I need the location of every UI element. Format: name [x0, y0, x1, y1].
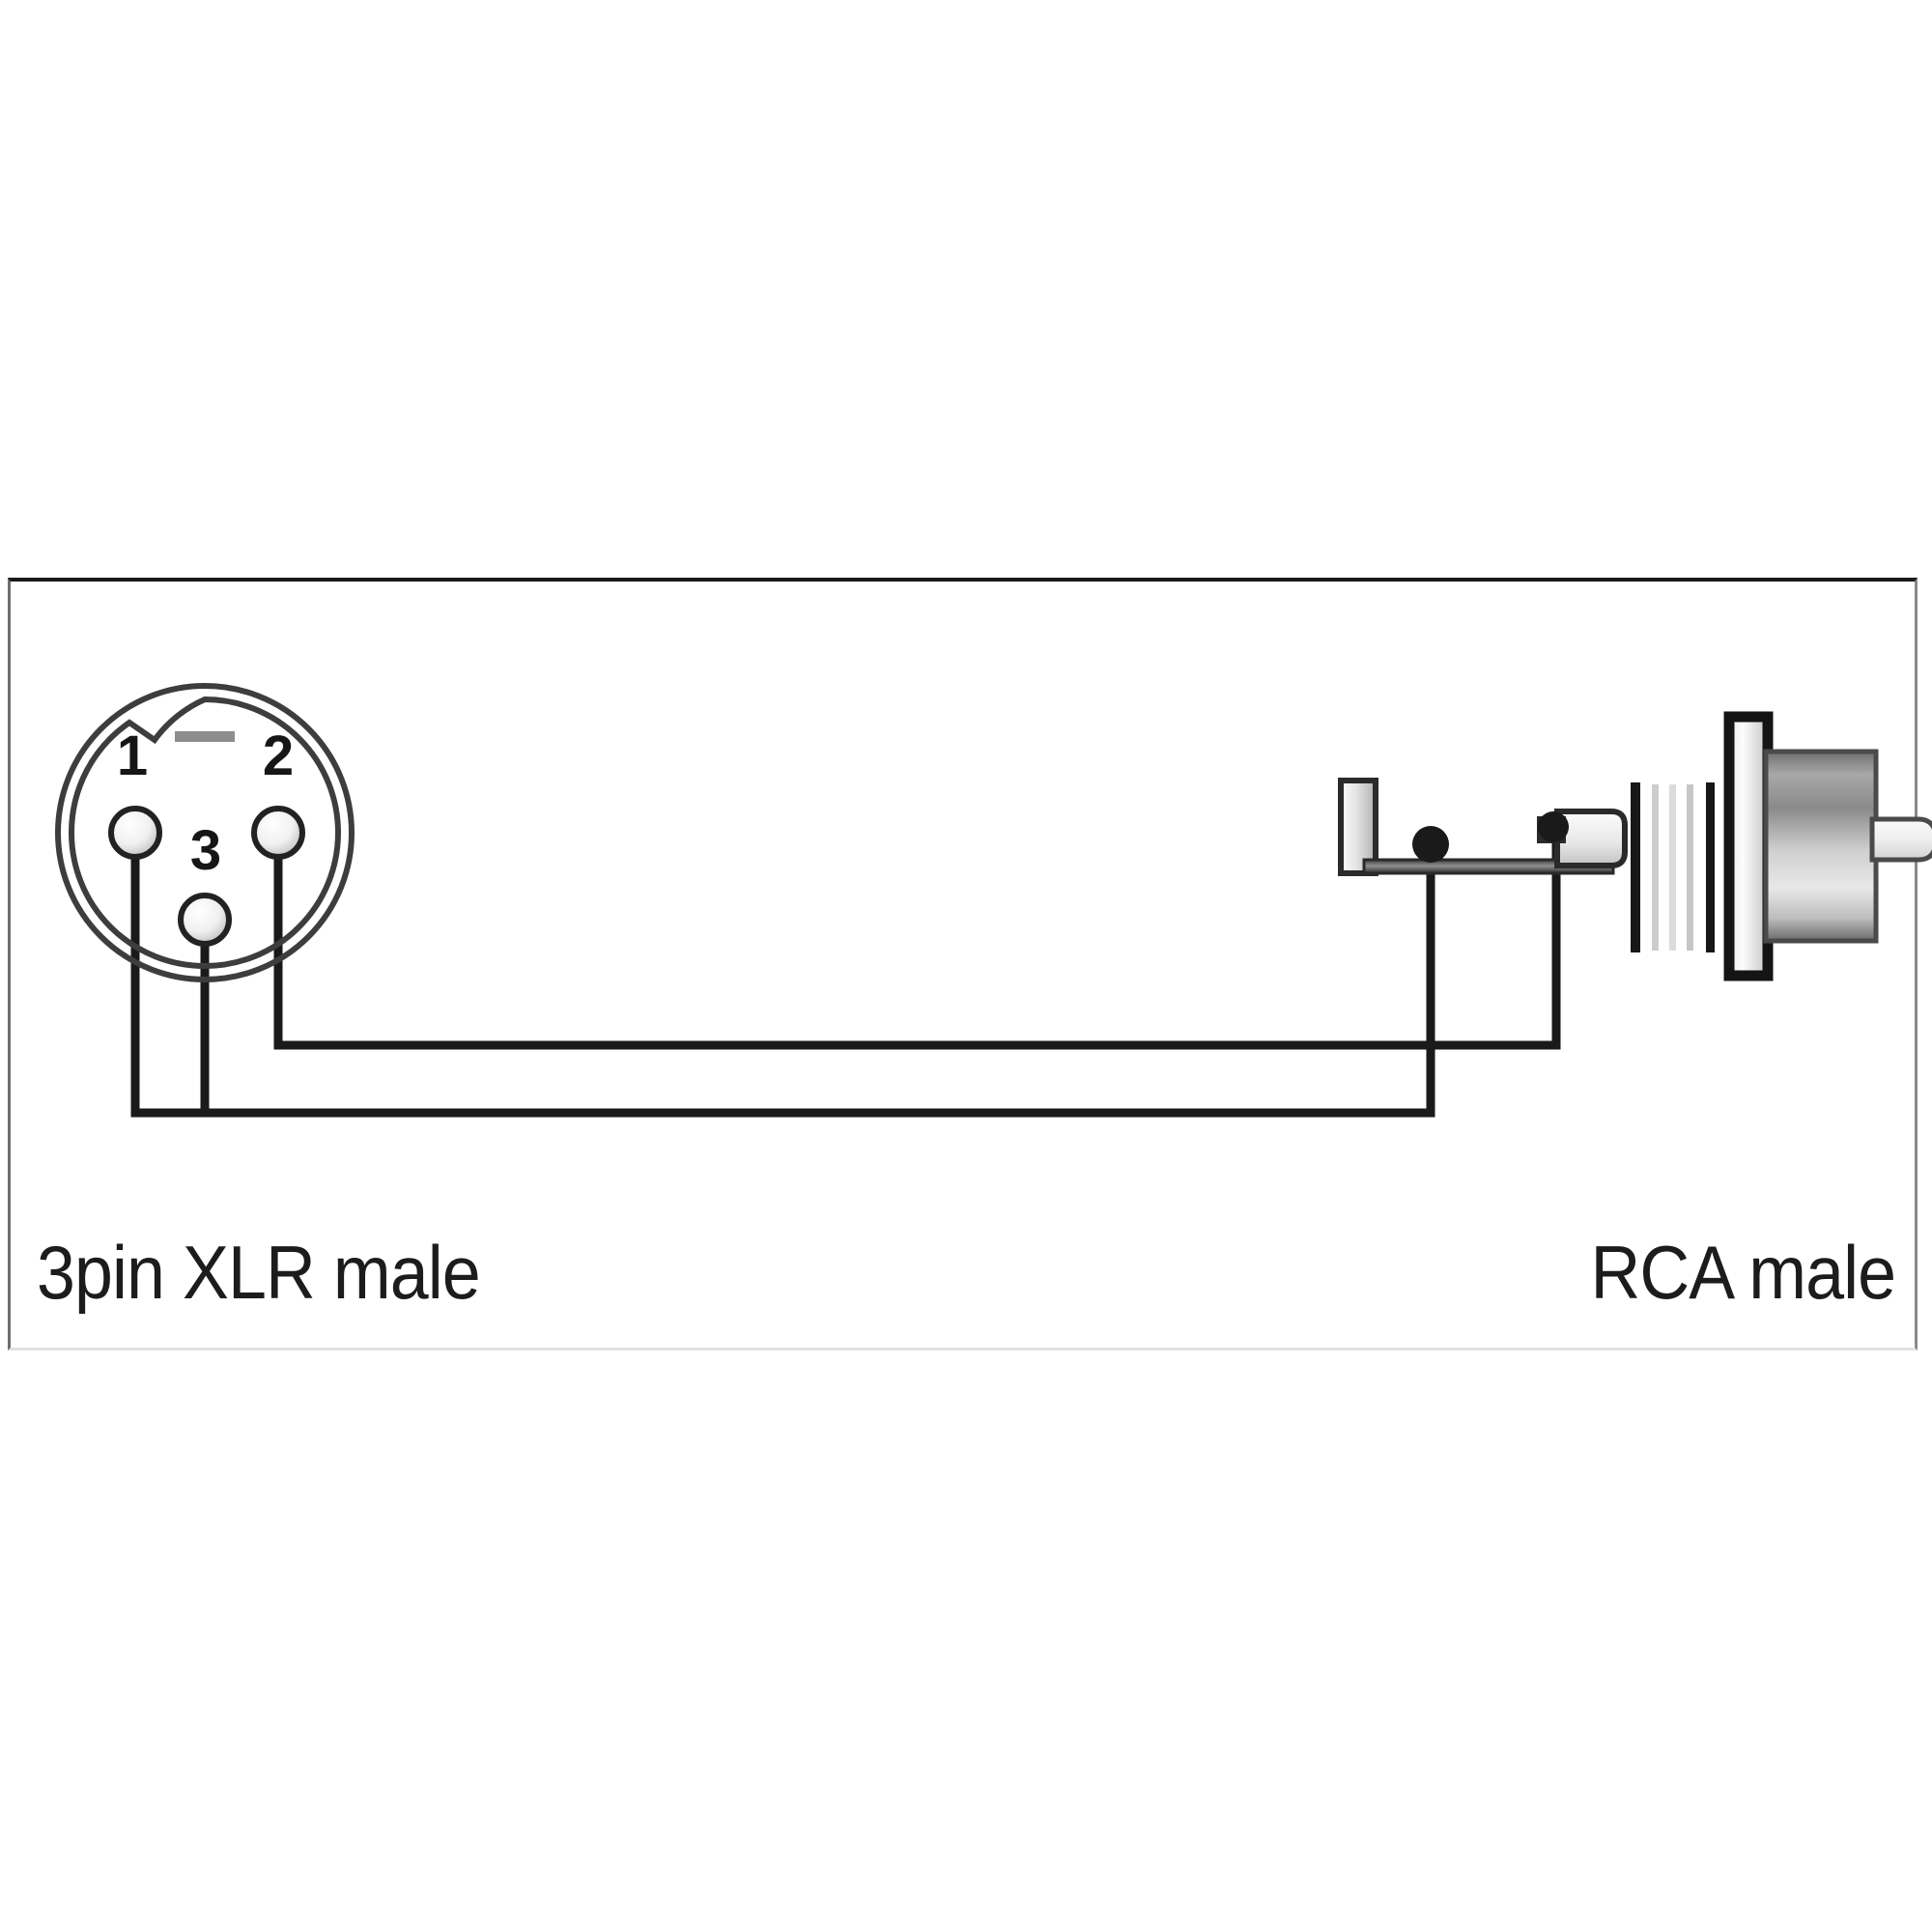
- left-connector-label: 3pin XLR male: [37, 1230, 481, 1315]
- xlr-inner-shell: [68, 696, 342, 970]
- xlr-pin-label-3: 3: [190, 819, 221, 882]
- xlr-pin-1: [108, 806, 162, 860]
- rca-connector: [1338, 711, 1932, 981]
- rca-center-pin: [1869, 816, 1932, 863]
- rca-knurl-line: [1652, 784, 1659, 951]
- rca-knurl-line: [1631, 782, 1640, 952]
- rca-knurl-group: [1631, 782, 1715, 952]
- rca-knurl-line: [1687, 784, 1693, 951]
- rca-ground-lug: [1338, 778, 1378, 876]
- wire-pin2-tip: [273, 831, 1561, 1050]
- diagram-border: [8, 578, 1918, 1350]
- rca-knurl-line: [1706, 782, 1715, 952]
- wire-pin1-ground: [130, 833, 1435, 1118]
- xlr-pin-label-1: 1: [117, 724, 148, 787]
- xlr-pin-label-2: 2: [263, 724, 294, 787]
- xlr-outer-shell: [55, 683, 355, 982]
- rca-ground-solder-point: [1412, 826, 1449, 863]
- rca-body: [1763, 749, 1879, 944]
- xlr-pin-2: [251, 806, 305, 860]
- rca-tip-stub: [1554, 809, 1628, 868]
- wire-group: [130, 831, 1561, 1118]
- rca-flange: [1723, 711, 1774, 981]
- xlr-connector: 1 2 3: [55, 683, 355, 982]
- rca-tip-solder-point: [1538, 811, 1569, 842]
- xlr-pin-3: [178, 893, 232, 947]
- right-connector-label: RCA male: [1590, 1230, 1896, 1315]
- xlr-orientation-dash: [175, 731, 235, 742]
- rca-knurl-line: [1669, 784, 1676, 951]
